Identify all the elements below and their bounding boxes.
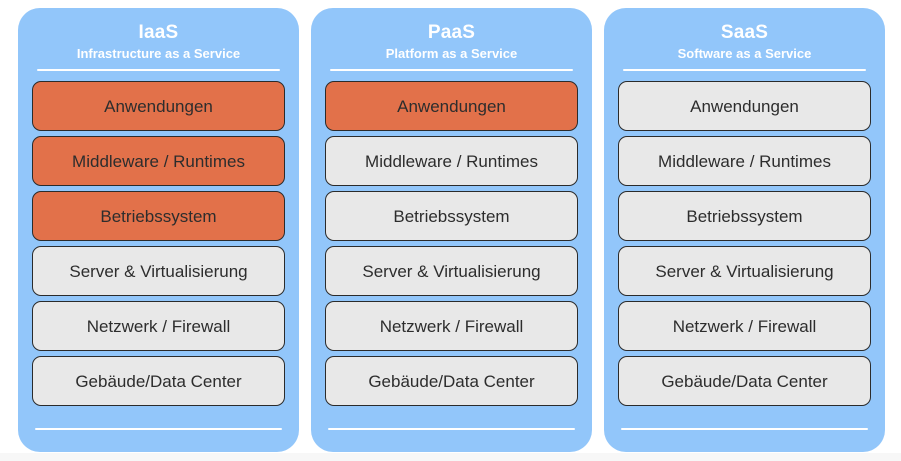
header-divider-saas [623, 69, 866, 71]
layer-stack-paas: Anwendungen Middleware / Runtimes Betrie… [325, 71, 578, 420]
panel-footer-space-iaas [32, 430, 285, 452]
service-panel-paas[interactable]: PaaS Platform as a Service Anwendungen M… [311, 8, 592, 452]
layer-box-paas-anwendungen[interactable]: Anwendungen [325, 81, 578, 131]
footer-divider-iaas [35, 428, 282, 430]
panel-subtitle-paas: Platform as a Service [385, 46, 518, 61]
layer-box-iaas-anwendungen[interactable]: Anwendungen [32, 81, 285, 131]
header-divider-paas [330, 69, 573, 71]
layer-box-saas-server-virtualisierung[interactable]: Server & Virtualisierung [618, 246, 871, 296]
panel-subtitle-saas: Software as a Service [677, 46, 812, 61]
layer-box-iaas-middleware-runtimes[interactable]: Middleware / Runtimes [32, 136, 285, 186]
panel-title-saas: SaaS [720, 22, 769, 43]
layer-box-iaas-netzwerk-firewall[interactable]: Netzwerk / Firewall [32, 301, 285, 351]
canvas-bottom-band [0, 453, 901, 461]
layer-box-saas-betriebssystem[interactable]: Betriebssystem [618, 191, 871, 241]
panel-title-paas: PaaS [427, 22, 476, 43]
layer-box-saas-middleware-runtimes[interactable]: Middleware / Runtimes [618, 136, 871, 186]
panel-header-iaas: IaaS Infrastructure as a Service [32, 22, 285, 71]
service-panel-saas[interactable]: SaaS Software as a Service Anwendungen M… [604, 8, 885, 452]
layer-box-saas-anwendungen[interactable]: Anwendungen [618, 81, 871, 131]
footer-divider-saas [621, 428, 868, 430]
layer-box-paas-middleware-runtimes[interactable]: Middleware / Runtimes [325, 136, 578, 186]
layer-box-paas-gebaeude-data-center[interactable]: Gebäude/Data Center [325, 356, 578, 406]
panel-subtitle-iaas: Infrastructure as a Service [76, 46, 241, 61]
layer-box-iaas-betriebssystem[interactable]: Betriebssystem [32, 191, 285, 241]
panel-footer-space-saas [618, 430, 871, 452]
panel-header-paas: PaaS Platform as a Service [325, 22, 578, 71]
layer-stack-saas: Anwendungen Middleware / Runtimes Betrie… [618, 71, 871, 420]
layer-box-iaas-server-virtualisierung[interactable]: Server & Virtualisierung [32, 246, 285, 296]
panel-title-iaas: IaaS [138, 22, 179, 43]
panel-footer-space-paas [325, 430, 578, 452]
layer-box-paas-betriebssystem[interactable]: Betriebssystem [325, 191, 578, 241]
service-model-columns: IaaS Infrastructure as a Service Anwendu… [18, 8, 885, 452]
layer-stack-iaas: Anwendungen Middleware / Runtimes Betrie… [32, 71, 285, 420]
footer-divider-paas [328, 428, 575, 430]
layer-box-saas-netzwerk-firewall[interactable]: Netzwerk / Firewall [618, 301, 871, 351]
panel-header-saas: SaaS Software as a Service [618, 22, 871, 71]
header-divider-iaas [37, 69, 280, 71]
layer-box-paas-netzwerk-firewall[interactable]: Netzwerk / Firewall [325, 301, 578, 351]
layer-box-iaas-gebaeude-data-center[interactable]: Gebäude/Data Center [32, 356, 285, 406]
layer-box-saas-gebaeude-data-center[interactable]: Gebäude/Data Center [618, 356, 871, 406]
layer-box-paas-server-virtualisierung[interactable]: Server & Virtualisierung [325, 246, 578, 296]
service-panel-iaas[interactable]: IaaS Infrastructure as a Service Anwendu… [18, 8, 299, 452]
